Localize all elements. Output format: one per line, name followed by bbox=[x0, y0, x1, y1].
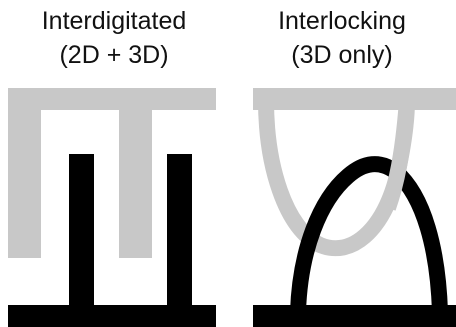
panel-title-interdigitated: Interdigitated (2D + 3D) bbox=[0, 4, 228, 72]
panel-title-line-2: (2D + 3D) bbox=[59, 41, 169, 69]
bottom-bar bbox=[253, 305, 456, 327]
bottom-comb-finger bbox=[69, 154, 94, 314]
bottom-comb-finger bbox=[167, 154, 192, 314]
bottom-arch-loop bbox=[290, 156, 448, 313]
top-comb-base bbox=[8, 88, 216, 110]
top-bar bbox=[253, 88, 456, 110]
panel-title-line-1: Interdigitated bbox=[41, 7, 187, 35]
panel-title-line-2: (3D only) bbox=[291, 41, 393, 69]
panel-title-interlocking: Interlocking (3D only) bbox=[228, 4, 456, 72]
top-comb bbox=[8, 88, 216, 258]
bottom-arch bbox=[253, 156, 456, 327]
top-comb-finger bbox=[8, 88, 41, 258]
top-u-loop-overlap bbox=[380, 99, 415, 211]
top-comb-finger bbox=[119, 88, 152, 258]
bottom-comb bbox=[8, 154, 216, 327]
interlocking-structure bbox=[253, 88, 456, 327]
panel-title-line-1: Interlocking bbox=[278, 7, 406, 35]
bottom-comb-base bbox=[8, 305, 216, 327]
interdigitated-structure bbox=[8, 88, 216, 327]
